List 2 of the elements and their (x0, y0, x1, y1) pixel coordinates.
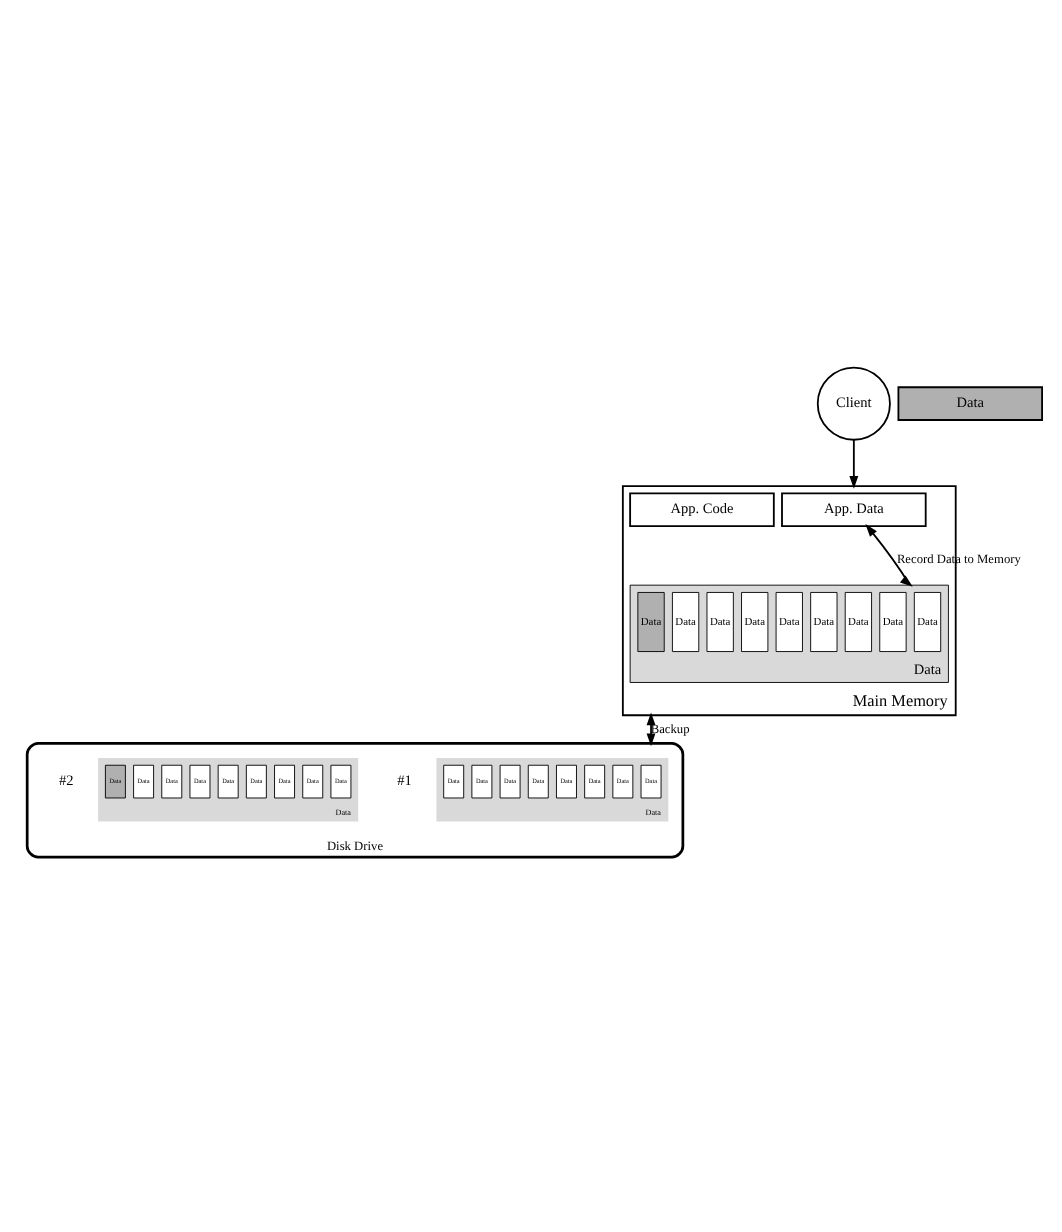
arrow (865, 524, 913, 587)
arrow (849, 438, 859, 489)
